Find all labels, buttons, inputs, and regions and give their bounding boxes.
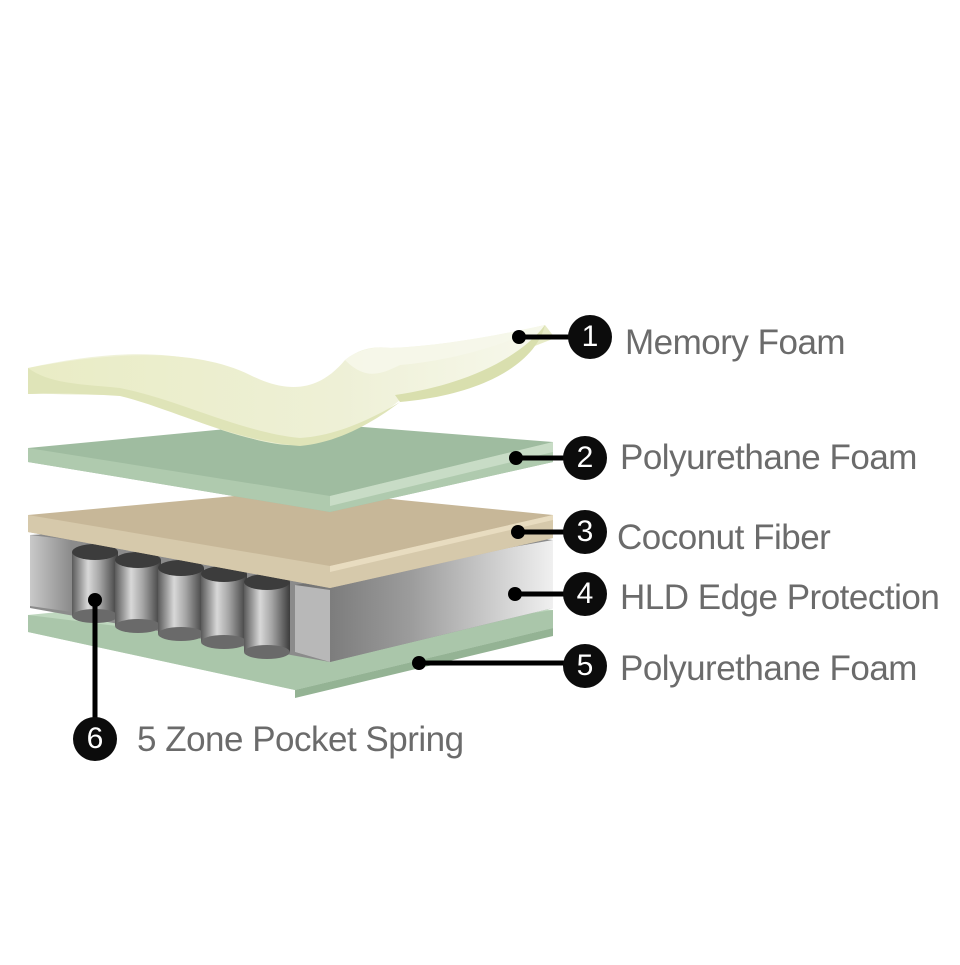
leader-dot-4 [508,587,522,601]
leader-dot-6 [88,593,102,607]
layer-memory-foam [28,325,555,446]
leader-dot-2 [509,451,523,465]
edge-protection-right [295,540,553,662]
leader-dot-1 [512,330,526,344]
leader-dot-5 [412,656,426,670]
layer-number-badge: 5 [563,644,607,688]
layer-coconut-fiber [28,490,553,588]
layer-label-polyurethane-foam-bottom: Polyurethane Foam [620,649,917,688]
layer-label-pocket-spring: 5 Zone Pocket Spring [137,720,464,759]
spring [158,560,204,641]
layer-number-badge: 4 [563,572,607,616]
leader-dot-3 [511,525,525,539]
spring [115,552,161,633]
spring [244,574,290,659]
layer-label-coconut-fiber: Coconut Fiber [617,518,831,557]
layer-label-polyurethane-foam-top: Polyurethane Foam [620,438,917,477]
layer-label-memory-foam: Memory Foam [625,323,846,362]
layer-number-badge: 1 [568,315,612,359]
spring [201,566,247,649]
layer-number-badge: 6 [73,717,117,761]
layer-number-badge: 3 [563,510,607,554]
layer-number-badge: 2 [563,436,607,480]
layer-top-polyurethane-foam [28,422,553,512]
edge-protection-left [30,535,72,612]
layer-label-hld-edge-protection: HLD Edge Protection [620,578,940,617]
